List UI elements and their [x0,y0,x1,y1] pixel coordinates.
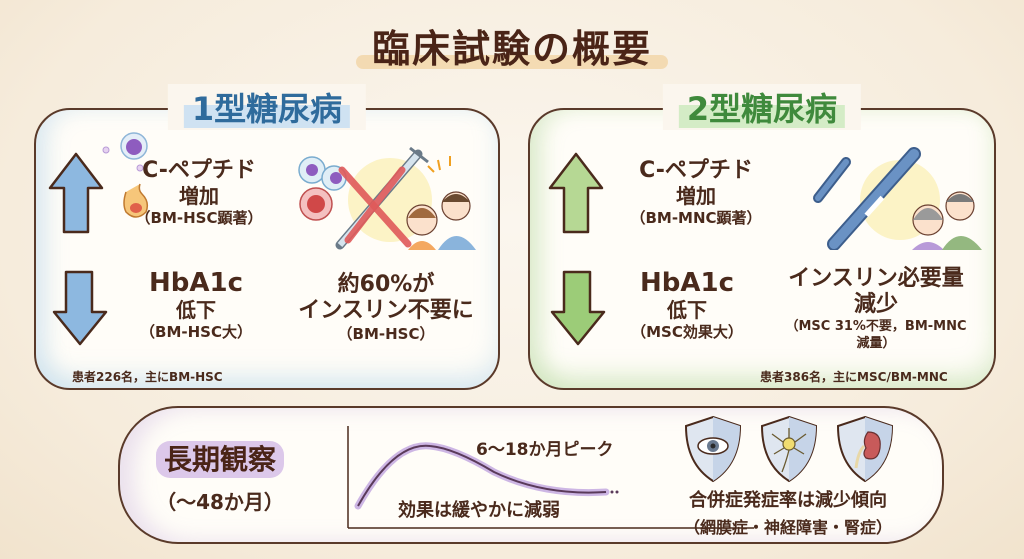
cpeptide-detail: （BM-MNC顕著） [630,209,762,227]
insulin-detail1: （MSC 31%不要，BM-MNC [785,319,967,334]
cpeptide-detail: （BM-HSC顕著） [135,209,263,227]
hba1c-detail: （MSC効果大） [631,323,743,341]
hba1c-change: 低下 [667,298,707,322]
cpeptide-label: C-ペプチド [639,158,753,183]
complications-title: 合併症発症率は減少傾向 [689,490,887,511]
insulin-line1: 約60%が [337,272,435,297]
down-arrow-icon [550,270,606,346]
title-text: 臨床試験の概要 [362,27,662,71]
cells-icon [102,132,149,218]
type2-footnote: 患者386名，主にMSC/BM-MNC [760,370,948,384]
insulin-line1: インスリン必要量 [788,266,964,291]
effect-curve-chart [347,426,754,529]
longterm-panel: 長期観察 （〜48か月） 6〜18か月ピーク 効果は緩やかに減弱 合併症発症率は… [118,406,944,544]
peak-label: 6〜18か月ピーク [476,440,614,460]
syringe-crossed-icon [298,146,476,250]
hba1c-label: HbA1c [640,268,734,298]
type1-footnote: 患者226名，主にBM-HSC [72,370,223,384]
insulin-pen-icon [813,147,982,250]
page-title: 臨床試験の概要 [0,18,1024,73]
hba1c-change: 低下 [176,298,216,322]
type1-heading-text: 1型糖尿病 [183,90,351,128]
type2-cpeptide: C-ペプチド 増加 （BM-MNC顕著） [616,158,776,228]
eye-shield-icon [684,415,742,483]
insulin-line2: インスリン不要に [298,298,474,323]
longterm-period: （〜48か月） [156,490,284,514]
insulin-line2: 減少 [853,292,898,317]
up-arrow-icon [548,152,604,234]
longterm-label: 長期観察 （〜48か月） [156,438,285,515]
type1-insulin: 約60%が インスリン不要に （BM-HSC） [286,272,486,344]
complications-detail: （網膜症・神経障害・腎症） [683,518,892,537]
down-arrow-icon [52,270,108,346]
up-arrow-icon [48,152,104,234]
type1-hba1c: HbA1c 低下 （BM-HSC大） [126,268,266,342]
cpeptide-change: 増加 [179,184,219,208]
decline-label: 効果は緩やかに減弱 [398,500,560,521]
type1-cpeptide: C-ペプチド 増加 （BM-HSC顕著） [124,158,274,228]
complications-text: 合併症発症率は減少傾向 （網膜症・神経障害・腎症） [668,486,908,538]
hba1c-detail: （BM-HSC大） [140,323,252,341]
type1-heading: 1型糖尿病 [167,84,367,130]
type2-hba1c: HbA1c 低下 （MSC効果大） [622,268,752,342]
type2-panel: 2型糖尿病 C-ペプチド 増加 （BM-MNC顕著） HbA1c 低下 （MSC… [528,84,996,390]
insulin-detail: （BM-HSC） [337,325,435,343]
insulin-detail2: 減量） [856,336,896,351]
type2-heading-text: 2型糖尿病 [678,90,846,128]
kidney-shield-icon [836,415,894,483]
type1-panel: 1型糖尿病 C-ペプチド 増加 （BM-HSC顕著） [34,84,500,390]
cpeptide-change: 増加 [676,184,716,208]
longterm-title: 長期観察 [156,441,285,478]
hba1c-label: HbA1c [149,268,243,298]
type2-insulin: インスリン必要量 減少 （MSC 31%不要，BM-MNC 減量） [766,266,986,352]
type2-heading: 2型糖尿病 [662,84,862,130]
nerve-shield-icon [760,415,818,483]
cpeptide-label: C-ペプチド [142,158,256,183]
